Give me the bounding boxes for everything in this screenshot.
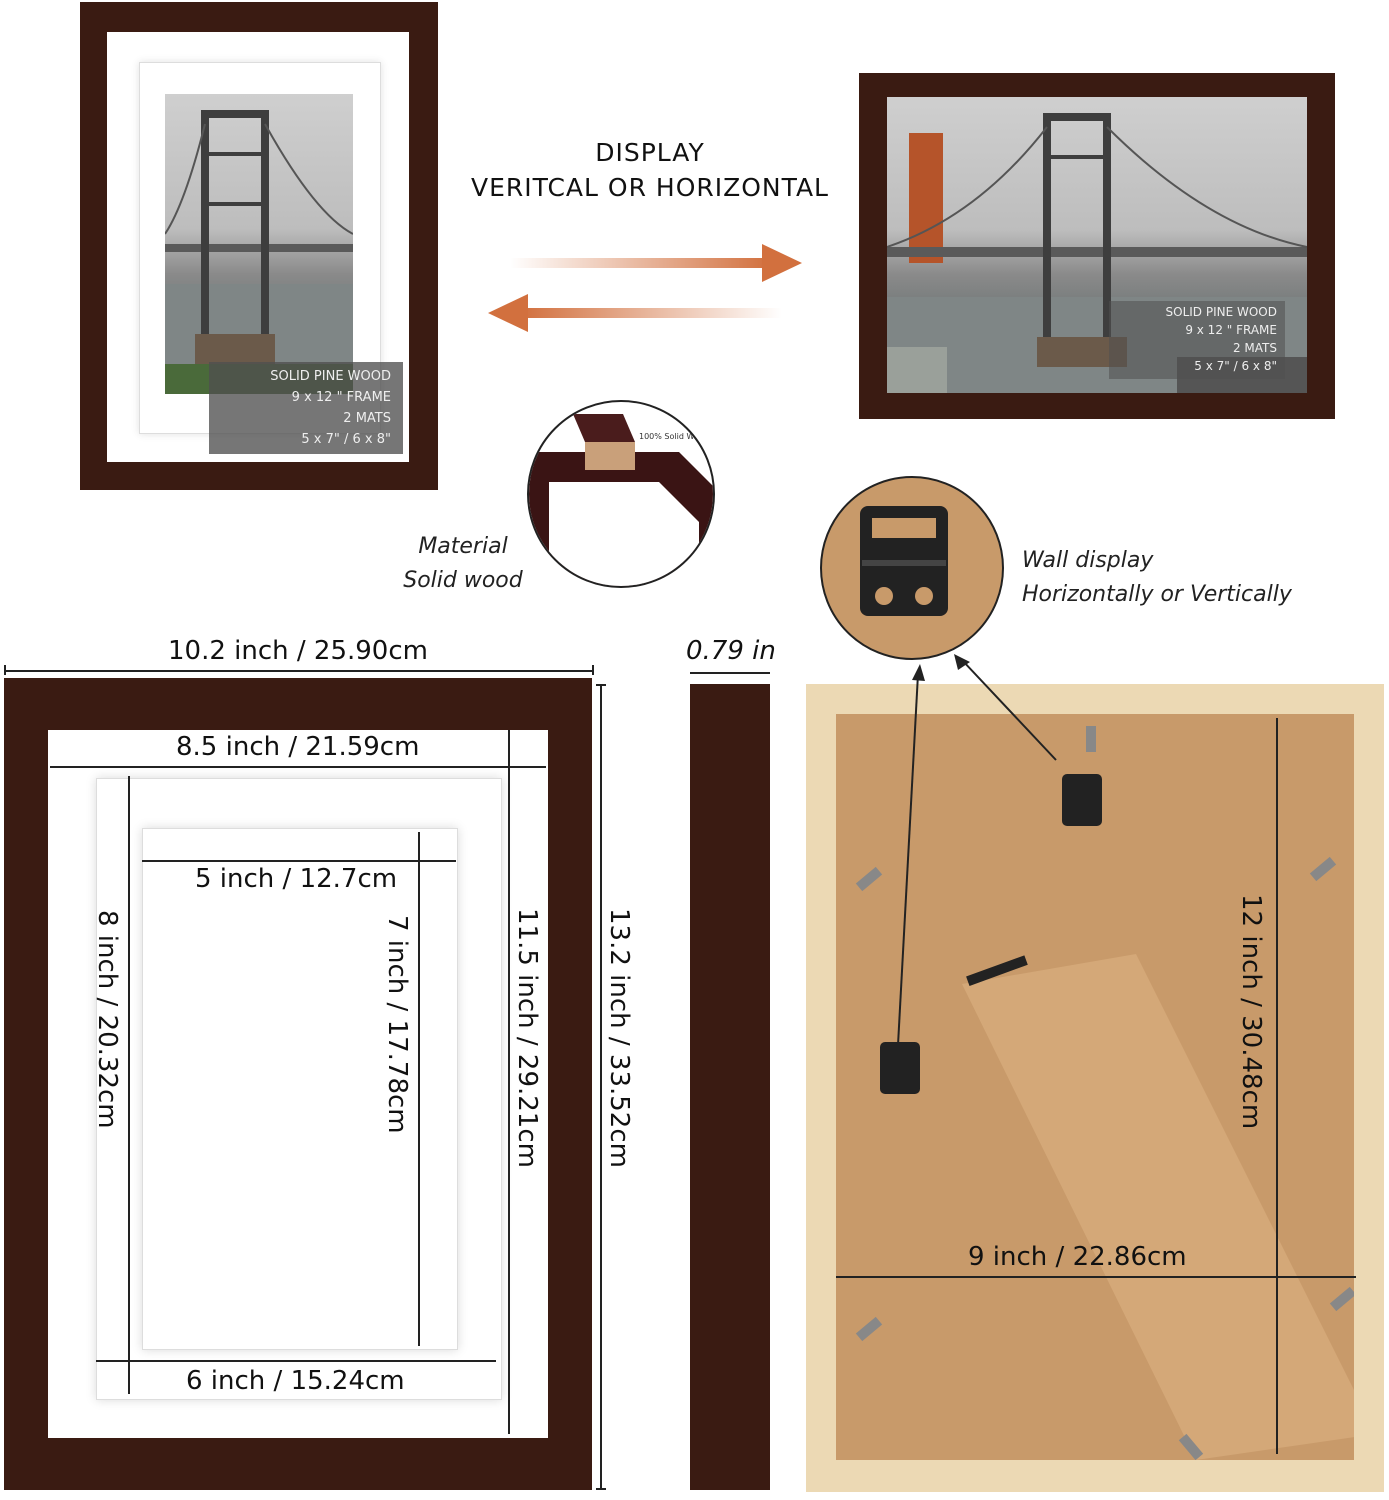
corner-detail-circle: 100% Solid Wo: [527, 400, 715, 588]
display-heading-line2: VERITCAL OR HORIZONTAL: [471, 173, 829, 202]
back-width-line: [836, 1276, 1356, 1278]
sawtooth-hanger-icon: [860, 506, 948, 616]
wall-display-label: Wall display Horizontally or Vertically: [1022, 544, 1292, 612]
wall-display-label-line1: Wall display: [1022, 548, 1154, 573]
large-opening: [96, 778, 502, 1400]
back-frame: [806, 684, 1384, 1492]
info-line-1: SOLID PINE WOOD: [1165, 305, 1278, 319]
display-heading-line1: DISPLAY: [595, 138, 705, 167]
display-heading: DISPLAY VERITCAL OR HORIZONTAL: [440, 138, 860, 202]
outer-width-line: [4, 670, 594, 672]
mat-width-label: 8.5 inch / 21.59cm: [176, 732, 420, 762]
outer-height-cap-bottom: [596, 1488, 606, 1490]
mat-height-line: [508, 730, 510, 1434]
solid-wood-stamp: 100% Solid Wo: [639, 432, 699, 441]
material-label: Material Solid wood: [388, 530, 538, 598]
back-height-label: 12 inch / 30.48cm: [1236, 894, 1266, 1130]
wall-display-label-line2: Horizontally or Vertically: [1022, 582, 1292, 607]
depth-label: 0.79 in: [686, 636, 776, 666]
small-opening-height-label: 7 inch / 17.78cm: [382, 915, 412, 1134]
large-opening-width-line: [96, 1360, 496, 1362]
info-line-3: 2 MATS: [1232, 341, 1277, 355]
info-line-1: SOLID PINE WOOD: [270, 369, 391, 384]
back-board-details: [855, 726, 1354, 1460]
small-opening-width-line: [142, 860, 456, 862]
hanger-detail-circle: [820, 476, 1004, 660]
front-frame: [4, 678, 592, 1490]
hanger-pointer-arrows-icon: [897, 654, 1057, 1046]
vertical-frame-info-box: SOLID PINE WOOD 9 x 12 " FRAME 2 MATS 5 …: [209, 362, 403, 454]
back-height-line: [1276, 718, 1278, 1454]
back-width-label: 9 inch / 22.86cm: [968, 1242, 1187, 1272]
outer-height-line: [600, 684, 602, 1490]
info-line-4: 5 x 7" / 6 x 8": [1194, 359, 1277, 373]
depth-line: [690, 672, 770, 674]
large-opening-height-label: 8 inch / 20.32cm: [92, 910, 122, 1129]
outer-width-cap-left: [4, 665, 6, 675]
info-line-4: 5 x 7" / 6 x 8": [301, 432, 391, 447]
mat-width-line: [50, 766, 546, 768]
info-line-2: 9 x 12 " FRAME: [1185, 323, 1277, 337]
horizontal-frame-info-box: SOLID PINE WOOD 9 x 12 " FRAME 2 MATS 5 …: [1109, 301, 1285, 379]
info-line-3: 2 MATS: [343, 411, 391, 426]
front-frame-mat: [48, 730, 548, 1438]
outer-width-label: 10.2 inch / 25.90cm: [168, 636, 428, 666]
outer-height-cap-top: [596, 684, 606, 686]
mat-height-label: 11.5 inch / 29.21cm: [512, 908, 542, 1168]
wood-corner-icon: [529, 414, 713, 586]
info-line-2: 9 x 12 " FRAME: [291, 390, 391, 405]
material-label-line1: Material: [418, 534, 508, 559]
swap-arrows-icon: [488, 244, 802, 332]
horizontal-frame: SOLID PINE WOOD 9 x 12 " FRAME 2 MATS 5 …: [859, 73, 1335, 419]
vertical-frame: SOLID PINE WOOD 9 x 12 " FRAME 2 MATS 5 …: [80, 2, 438, 490]
vertical-frame-outer-mat: SOLID PINE WOOD 9 x 12 " FRAME 2 MATS 5 …: [107, 32, 409, 462]
outer-height-label: 13.2 inch / 33.52cm: [604, 908, 634, 1168]
large-opening-width-label: 6 inch / 15.24cm: [186, 1366, 405, 1396]
small-opening: [142, 828, 458, 1350]
large-opening-height-line: [128, 776, 130, 1394]
bridge-illustration: [165, 110, 353, 394]
vertical-frame-photo: [165, 94, 353, 394]
back-board: [836, 714, 1354, 1460]
material-label-line2: Solid wood: [403, 568, 523, 593]
small-opening-height-line: [418, 832, 420, 1346]
outer-width-cap-right: [592, 665, 594, 675]
depth-profile: [690, 684, 770, 1490]
small-opening-width-label: 5 inch / 12.7cm: [195, 864, 398, 894]
